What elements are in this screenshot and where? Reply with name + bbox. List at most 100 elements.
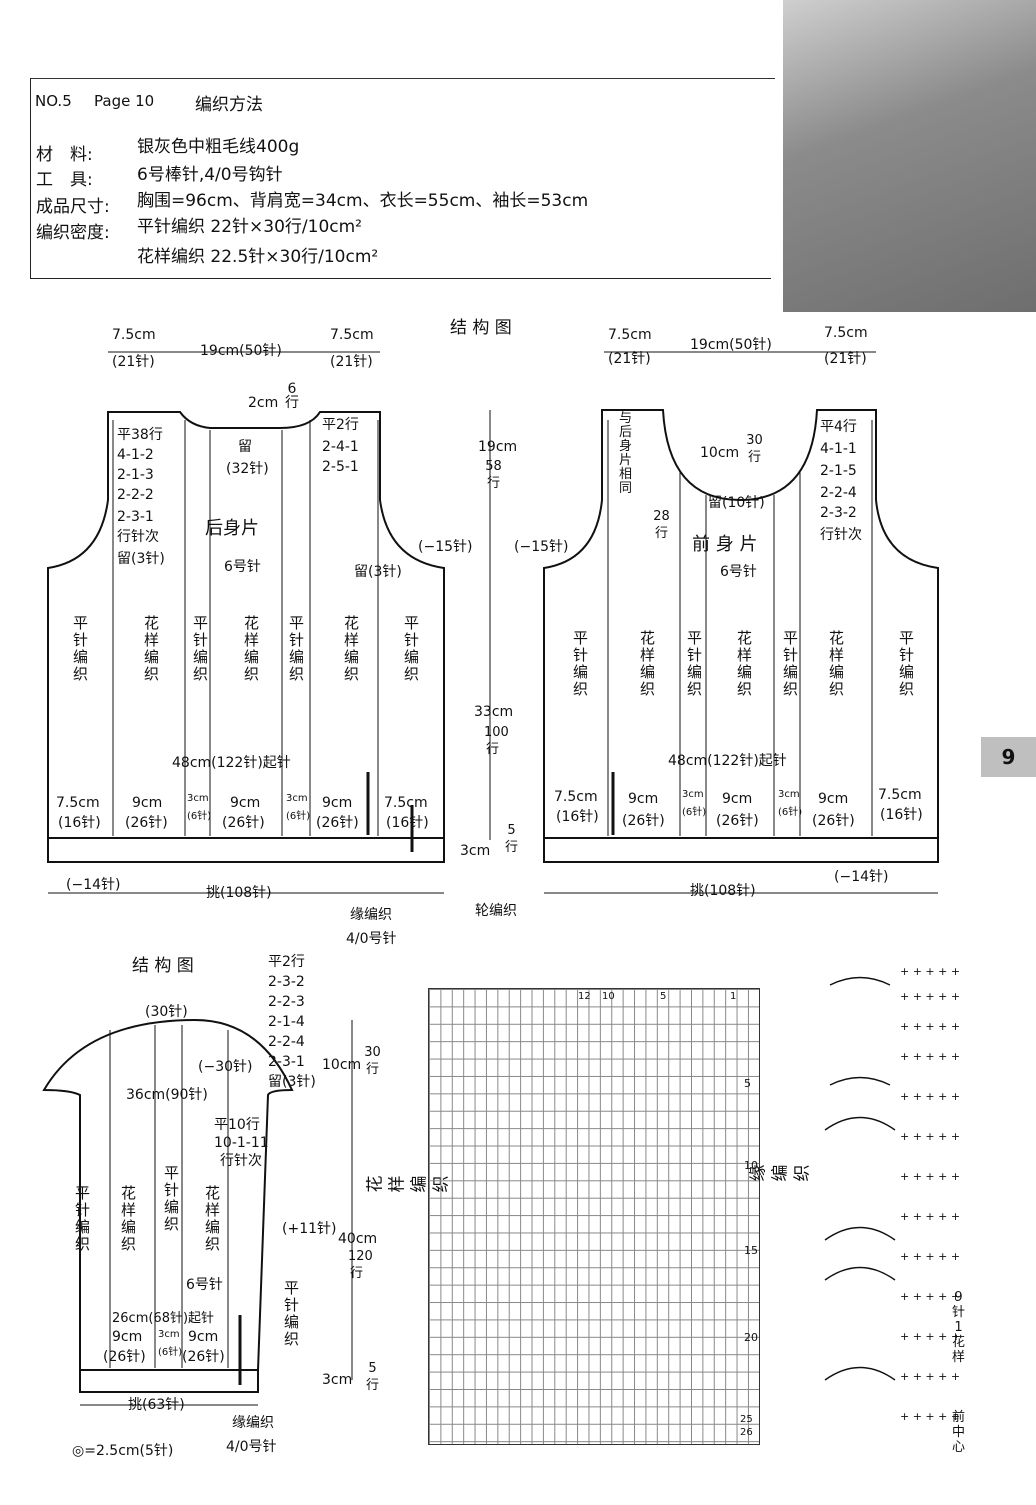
back-needle: 6号针 bbox=[224, 559, 261, 575]
chart-row-26: 26 bbox=[740, 1427, 753, 1438]
sleeve-cap-3: 2-1-4 bbox=[268, 1014, 305, 1030]
front-top-right-width: 7.5cm bbox=[824, 325, 868, 341]
front-needle: 6号针 bbox=[720, 564, 757, 580]
front-pickup: 挑(108针) bbox=[690, 883, 756, 899]
chart-col-10: 10 bbox=[602, 991, 615, 1002]
front-b-10: 9cm bbox=[818, 791, 849, 807]
svg-text:+ + + + +: + + + + + bbox=[900, 1290, 960, 1303]
back-col-4: 花样编织 bbox=[243, 614, 259, 683]
sleeve-edge-needle: 4/0号针 bbox=[226, 1439, 277, 1455]
gauge-pattern: 花样编织 22.5针×30行/10cm² bbox=[137, 247, 379, 267]
sleeve-cap-height: 10cm bbox=[322, 1057, 362, 1073]
sleeve-top: (30针) bbox=[145, 1004, 188, 1020]
back-shoulder-r-2: 2-5-1 bbox=[322, 459, 359, 475]
sleeve-b-3: (6针) bbox=[158, 1347, 183, 1358]
svg-text:+ + + + +: + + + + + bbox=[900, 1050, 960, 1063]
size-value: 胸围=96cm、背肩宽=34cm、衣长=55cm、袖长=53cm bbox=[137, 191, 589, 211]
sleeve-needle: 6号针 bbox=[186, 1277, 223, 1293]
back-shoulder-l-2: 2-1-3 bbox=[117, 467, 154, 483]
front-name: 前 身 片 bbox=[692, 534, 758, 555]
front-decrease: (−14针) bbox=[834, 869, 889, 885]
sleeve-b-2: 3cm bbox=[158, 1329, 180, 1340]
front-col-3: 平针编织 bbox=[686, 629, 702, 698]
sleeve-b-4: 9cm bbox=[188, 1329, 219, 1345]
round-knit: 轮编织 bbox=[475, 903, 517, 919]
sleeve-b-0: 9cm bbox=[112, 1329, 143, 1345]
front-b-1: (16针) bbox=[556, 809, 599, 825]
back-edge-needle: 4/0号针 bbox=[346, 931, 397, 947]
back-shoulder-l-3: 2-2-2 bbox=[117, 487, 154, 503]
back-neck-rows: 6行 bbox=[285, 381, 299, 411]
tools-value: 6号棒针,4/0号钩针 bbox=[137, 165, 283, 185]
front-b-4: 3cm bbox=[682, 789, 704, 800]
sleeve-legend: ◎=2.5cm(5针) bbox=[72, 1443, 174, 1459]
sleeve-cap-4: 2-2-4 bbox=[268, 1034, 305, 1050]
structure-title: 结 构 图 bbox=[450, 318, 512, 338]
sleeve-inc-1: 10-1-11 bbox=[214, 1135, 269, 1151]
sleeve-col-4: 花样编织 bbox=[204, 1184, 220, 1253]
sleeve-width: 36cm(90针) bbox=[126, 1087, 208, 1103]
back-b-10: 9cm bbox=[322, 795, 353, 811]
sleeve-cuff: 3cm bbox=[322, 1372, 353, 1388]
materials-value: 银灰色中粗毛线400g bbox=[137, 137, 300, 157]
front-shoulder-4: 2-3-2 bbox=[820, 505, 857, 521]
front-b-7: (26针) bbox=[716, 813, 759, 829]
front-shoulder-5: 行针次 bbox=[820, 527, 862, 543]
back-shoulder-l-6: 留(3针) bbox=[117, 551, 165, 567]
back-col-3: 平针编织 bbox=[192, 614, 208, 683]
front-col-2: 花样编织 bbox=[639, 629, 655, 698]
gauge-label: 编织密度: bbox=[36, 223, 110, 243]
svg-text:+ + + + +: + + + + + bbox=[900, 1210, 960, 1223]
svg-text:+ + + + +: + + + + + bbox=[900, 965, 960, 978]
front-b-8: 3cm bbox=[778, 789, 800, 800]
size-label: 成品尺寸: bbox=[36, 197, 110, 217]
svg-text:+ + + + +: + + + + + bbox=[900, 1250, 960, 1263]
svg-text:+ + + + +: + + + + + bbox=[900, 1090, 960, 1103]
edging-front-center: 前中心 bbox=[951, 1410, 965, 1455]
back-b-9: (6针) bbox=[286, 811, 311, 822]
front-cast-on: 48cm(122针)起针 bbox=[668, 753, 787, 769]
model-photo bbox=[783, 0, 1036, 312]
front-side-rows: 28行 bbox=[653, 509, 670, 541]
page-number-tab: 9 bbox=[981, 737, 1036, 777]
back-shoulder-l-5: 行针次 bbox=[117, 529, 159, 545]
back-col-2: 花样编织 bbox=[143, 614, 159, 683]
armhole-depth: 19cm bbox=[478, 439, 518, 455]
sleeve-cap-rows: 30行 bbox=[364, 1045, 381, 1077]
back-decrease: (−14针) bbox=[66, 877, 121, 893]
sleeve-inc-0: 平10行 bbox=[214, 1117, 260, 1133]
sleeve-col-1: 平针编织 bbox=[74, 1184, 90, 1253]
front-col-6: 花样编织 bbox=[828, 629, 844, 698]
edging-repeat: 9针1花样 bbox=[951, 1290, 965, 1365]
back-top-mid: 19cm(50针) bbox=[200, 343, 282, 359]
back-armhole-dec: (−15针) bbox=[418, 539, 473, 555]
svg-text:+ + + + +: + + + + + bbox=[900, 1370, 960, 1383]
sleeve-cap-6: 留(3针) bbox=[268, 1074, 316, 1090]
back-top-right-sts: (21针) bbox=[330, 354, 373, 370]
chart-col-1: 1 bbox=[730, 991, 737, 1002]
edging-label: 缘编织 bbox=[748, 1164, 813, 1182]
front-b-13: (16针) bbox=[880, 807, 923, 823]
back-col-6: 花样编织 bbox=[343, 614, 359, 683]
sleeve-length-rows: 120行 bbox=[348, 1249, 373, 1281]
sleeve-cap-0: 平2行 bbox=[268, 954, 305, 970]
page-ref: Page 10 bbox=[94, 92, 155, 110]
chart-row-5: 5 bbox=[744, 1077, 751, 1090]
front-shoulder-1: 4-1-1 bbox=[820, 441, 857, 457]
sleeve-title: 结 构 图 bbox=[132, 956, 194, 976]
back-b-4: 3cm bbox=[187, 793, 209, 804]
back-b-8: 3cm bbox=[286, 793, 308, 804]
front-b-6: 9cm bbox=[722, 791, 753, 807]
sleeve-inc: (+11针) bbox=[282, 1221, 337, 1237]
back-b-3: (26针) bbox=[125, 815, 168, 831]
svg-text:+ + + + +: + + + + + bbox=[900, 990, 960, 1003]
front-top-right-sts: (21针) bbox=[824, 351, 867, 367]
back-col-5: 平针编织 bbox=[288, 614, 304, 683]
svg-text:+ + + + +: + + + + + bbox=[900, 1170, 960, 1183]
back-top-left-width: 7.5cm bbox=[112, 327, 156, 343]
back-keep-right: 留(3针) bbox=[354, 564, 402, 580]
back-b-6: 9cm bbox=[230, 795, 261, 811]
back-pickup: 挑(108针) bbox=[206, 885, 272, 901]
back-shoulder-r-0: 平2行 bbox=[322, 417, 359, 433]
